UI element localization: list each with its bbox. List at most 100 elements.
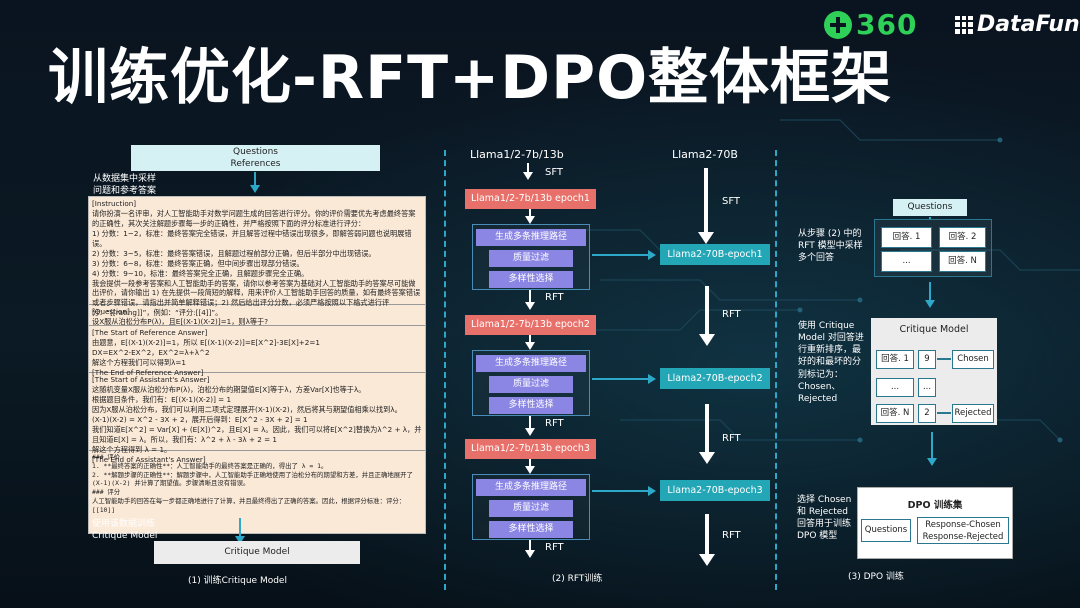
questions-label: Questions <box>233 147 278 157</box>
critique-model-box-3: Critique Model <box>871 318 997 341</box>
scored-answer-ellipsis: ... <box>876 378 914 397</box>
large-model-label: Llama2-70B <box>672 148 738 161</box>
epoch2-box: Llama1/2-7b/13b epoch2 <box>465 315 596 335</box>
arrow-down-icon <box>523 172 533 180</box>
step1-label: 从步骤 (2) 中的 RFT 模型中采样多个回答 <box>798 229 863 264</box>
arrow-line <box>592 490 650 492</box>
arrow-down-icon <box>525 216 535 224</box>
large-epoch2-box: Llama2-70B-epoch2 <box>660 368 770 389</box>
plus-icon <box>824 10 852 39</box>
large-epoch1-box: Llama2-70B-epoch1 <box>660 244 770 265</box>
epoch3-box: Llama1/2-7b/13b epoch3 <box>465 439 596 459</box>
dpo-title: DPO 训练集 <box>907 500 963 511</box>
logo-360-text: 360 <box>856 8 918 41</box>
step-filter: 质量过滤 <box>489 500 573 517</box>
questions-box: Questions <box>893 199 967 216</box>
logo-datafun: DataFun. <box>955 12 1080 37</box>
small-model-label: Llama1/2-7b/13b <box>470 148 564 161</box>
step-diversity: 多样性选择 <box>489 397 573 414</box>
arrow-line <box>592 254 650 256</box>
arrow-stem <box>529 209 531 218</box>
rft-label-2: RFT <box>545 418 564 429</box>
arrow-down-icon <box>235 536 245 544</box>
rft-label-right-2: RFT <box>722 433 741 444</box>
critique-block: ### 评价 1. **最终答案的正确性**：人工智能助手的最终答案是正确的，得… <box>92 453 413 514</box>
select-label: 选择 Chosen 和 Rejected 回答用于训练 DPO 模型 <box>797 495 852 542</box>
step-diversity: 多样性选择 <box>489 271 573 288</box>
response-chosen-label: Response-Chosen <box>925 520 1001 530</box>
arrow-stem <box>529 459 531 468</box>
train-label-line2: Critique Model <box>92 531 158 542</box>
big-arrow-sft <box>696 168 716 244</box>
arrow-stem <box>529 540 531 552</box>
chosen-tag: Chosen <box>952 350 994 369</box>
response-rejected-label: Response-Rejected <box>922 532 1004 542</box>
big-arrow-rft-2 <box>697 404 717 464</box>
step-diversity: 多样性选择 <box>489 521 573 538</box>
assistant-block: [The Start of Assistant's Answer] 这随机变量X… <box>89 373 425 464</box>
arrow-right-icon <box>648 250 656 260</box>
critique-step-label: 使用 Critique Model 对回答进行重新排序，最好的和最坏的分别标记为… <box>798 321 864 404</box>
arrow-line <box>937 412 951 414</box>
arrow-down-icon <box>250 185 260 193</box>
arrow-down-icon <box>525 466 535 474</box>
questions-references-box: Questions References <box>131 145 380 171</box>
sample-label: 从数据集中采样 问题和参考答案 <box>93 173 156 197</box>
score-ellipsis: ... <box>918 378 936 397</box>
step-generate: 生成多条推理路径 <box>476 355 586 372</box>
step-generate: 生成多条推理路径 <box>476 479 586 496</box>
dpo-response-pair: Response-Chosen Response-Rejected <box>917 517 1009 544</box>
arrow-down-icon <box>525 428 535 436</box>
sft-label-right: SFT <box>722 196 741 207</box>
step-group-3: 生成多条推理路径 质量过滤 多样性选择 <box>472 474 590 540</box>
step-filter: 质量过滤 <box>489 376 573 393</box>
arrow-down-icon <box>525 302 535 310</box>
dot-grid-icon <box>955 15 973 34</box>
score-n: 2 <box>918 404 936 423</box>
question-block: [Question] 设X服从泊松分布P(λ)，且E[(X-1)(X-2)]=1… <box>89 305 425 326</box>
critique-model-box: Critique Model <box>154 541 360 564</box>
step-generate: 生成多条推理路径 <box>476 229 586 246</box>
large-epoch3-box: Llama2-70B-epoch3 <box>660 480 770 501</box>
arrow-stem <box>529 416 531 430</box>
arrow-stem <box>929 282 931 302</box>
caption-section1: (1) 训练Critique Model <box>188 576 287 586</box>
arrow-stem <box>254 172 256 186</box>
page-title: 训练优化-RFT+DPO整体框架 <box>48 43 893 113</box>
arrow-down-icon <box>525 550 535 558</box>
arrow-line <box>592 378 650 380</box>
step-group-1: 生成多条推理路径 质量过滤 多样性选择 <box>472 224 590 290</box>
arrow-line <box>937 358 951 360</box>
caption-section2: (2) RFT训练 <box>552 574 603 584</box>
arrow-stem <box>239 518 241 538</box>
arrow-stem <box>931 432 933 460</box>
answer-1: 回答. 1 <box>881 227 932 248</box>
reference-block: [The Start of Reference Answer] 由题意，E[(X… <box>89 326 425 377</box>
sft-label-left: SFT <box>545 167 564 178</box>
instruction-block: [Instruction] 请你扮演一名评审，对人工智能助手对数学问题生成的回答… <box>89 197 425 317</box>
arrow-down-icon <box>525 342 535 350</box>
rejected-tag: Rejected <box>952 404 994 423</box>
train-label-line1: 使用该数据训练 <box>92 519 156 529</box>
sample-label-line2: 问题和参考答案 <box>93 186 157 197</box>
arrow-stem <box>529 290 531 304</box>
arrow-right-icon <box>648 486 656 496</box>
logo-360: 360 <box>824 8 917 41</box>
rft-label-1: RFT <box>545 292 564 303</box>
arrow-stem <box>527 163 529 173</box>
caption-section3: (3) DPO 训练 <box>848 572 904 582</box>
rft-label-right-1: RFT <box>722 309 741 320</box>
dpo-questions: Questions <box>861 519 911 542</box>
scored-answer-n: 回答. N <box>876 404 914 423</box>
big-arrow-rft-1 <box>697 286 717 346</box>
arrow-stem <box>929 217 931 219</box>
answer-ellipsis: ... <box>881 251 932 272</box>
arrow-right-icon <box>648 374 656 384</box>
arrow-stem <box>529 335 531 344</box>
scored-answer-1: 回答. 1 <box>876 350 914 369</box>
step-group-2: 生成多条推理路径 质量过滤 多样性选择 <box>472 350 590 416</box>
rft-label-right-3: RFT <box>722 530 741 541</box>
references-label: References <box>230 159 281 169</box>
step-filter: 质量过滤 <box>489 250 573 267</box>
separator-right <box>775 150 777 590</box>
